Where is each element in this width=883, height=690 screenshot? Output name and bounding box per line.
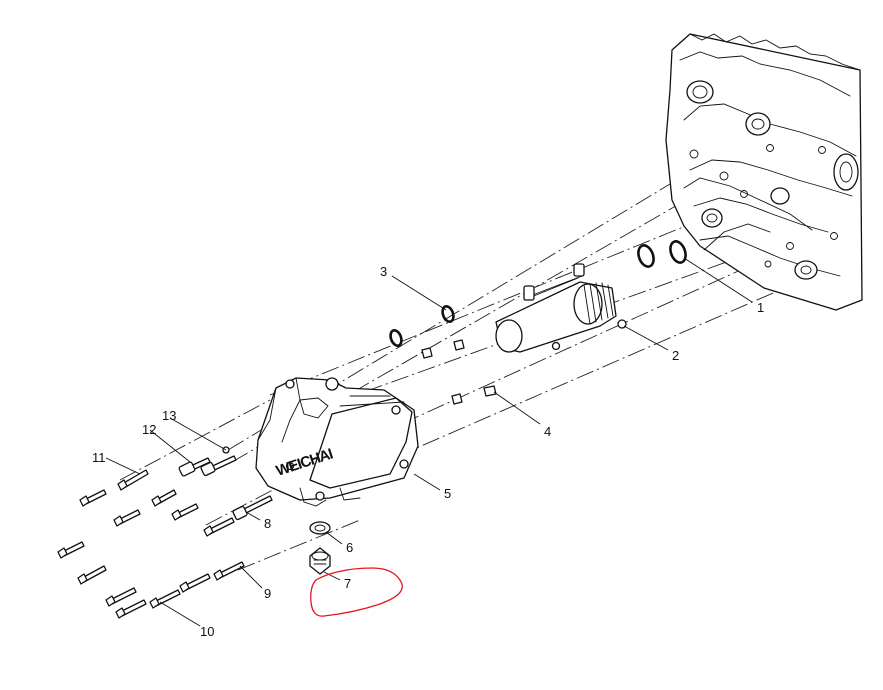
callout-11: 11 bbox=[92, 450, 106, 465]
oil-cooler-core bbox=[495, 263, 627, 353]
callout-7: 7 bbox=[344, 576, 351, 591]
callout-6: 6 bbox=[346, 540, 353, 555]
o-ring-pair bbox=[637, 240, 687, 268]
engine-block bbox=[665, 33, 863, 311]
assembly-lines bbox=[119, 171, 781, 571]
callout-4: 4 bbox=[544, 424, 551, 439]
callout-3: 3 bbox=[380, 264, 387, 279]
callout-leaders bbox=[105, 257, 753, 627]
callout-5: 5 bbox=[444, 486, 451, 501]
callout-1: 1 bbox=[757, 300, 764, 315]
long-bolts bbox=[57, 446, 273, 619]
small-bolts bbox=[421, 339, 497, 405]
o-ring-small bbox=[389, 304, 455, 348]
sealing-washer bbox=[309, 521, 331, 535]
callout-8: 8 bbox=[264, 516, 271, 531]
cooler-cover-housing: WEICHAI bbox=[255, 377, 419, 507]
callout-labels: 1 2 3 4 5 6 7 8 9 10 11 12 13 bbox=[92, 264, 764, 639]
callout-2: 2 bbox=[672, 348, 679, 363]
callout-12: 12 bbox=[142, 422, 156, 437]
callout-9: 9 bbox=[264, 586, 271, 601]
callout-10: 10 bbox=[200, 624, 214, 639]
callout-13: 13 bbox=[162, 408, 176, 423]
red-markup-outline bbox=[310, 567, 403, 617]
drain-plug bbox=[309, 547, 331, 575]
